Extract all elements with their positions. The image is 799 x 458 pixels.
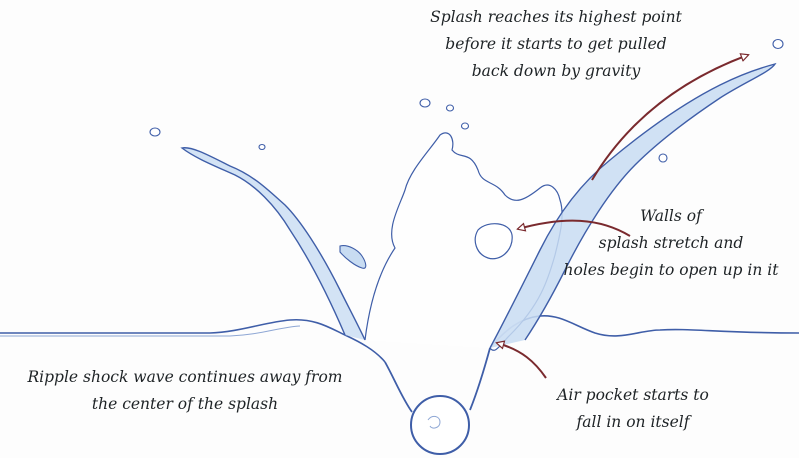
annotation-peak-line3: back down by gravity [386, 58, 726, 85]
droplet [447, 105, 454, 111]
annotation-walls-line1: Walls of [548, 203, 794, 230]
ripple-line [0, 326, 300, 336]
droplet [259, 145, 265, 150]
droplet [420, 99, 430, 107]
hole-left [340, 246, 366, 269]
arrow-air-pocket [497, 343, 546, 378]
droplet [773, 40, 783, 49]
annotation-ripple: Ripple shock wave continues away from th… [0, 364, 370, 418]
annotation-air-pocket-line2: fall in on itself [520, 409, 746, 436]
droplet [150, 128, 160, 136]
annotation-walls-line3: holes begin to open up in it [548, 257, 794, 284]
annotation-ripple-line2: the center of the splash [0, 391, 370, 418]
annotation-peak-line1: Splash reaches its highest point [386, 4, 726, 31]
annotation-peak-line2: before it starts to get pulled [386, 31, 726, 58]
droplet [462, 123, 469, 129]
annotation-ripple-line1: Ripple shock wave continues away from [0, 364, 370, 391]
droplet [659, 154, 667, 162]
annotation-walls: Walls of splash stretch and holes begin … [548, 203, 794, 284]
annotation-air-pocket-line1: Air pocket starts to [520, 382, 746, 409]
annotation-peak: Splash reaches its highest point before … [386, 4, 726, 85]
water-surface-left [0, 320, 385, 362]
annotation-air-pocket: Air pocket starts to fall in on itself [520, 382, 746, 436]
splash-wall-left [182, 148, 365, 340]
air-bubble [411, 396, 469, 454]
annotation-walls-line2: splash stretch and [548, 230, 794, 257]
